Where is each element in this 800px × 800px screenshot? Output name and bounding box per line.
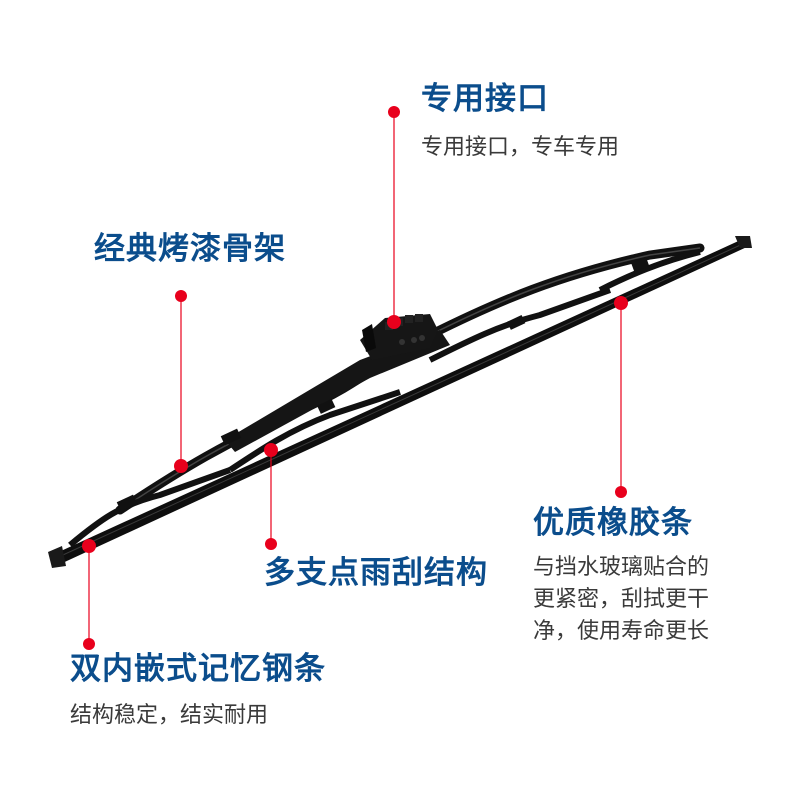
feature-desc-rubber-2: 更紧密，刮拭更干 xyxy=(533,587,710,612)
callout-connector xyxy=(387,106,401,329)
wiper-blade-icon xyxy=(48,236,752,568)
callout-steel xyxy=(82,539,96,650)
callout-support xyxy=(264,443,278,550)
feature-desc-steel: 结构稳定，结实耐用 xyxy=(70,703,269,728)
connector-adapter xyxy=(360,314,438,360)
feature-title-steel: 双内嵌式记忆钢条 xyxy=(70,651,326,687)
feature-title-rubber: 优质橡胶条 xyxy=(533,505,693,541)
callout-rubber xyxy=(614,296,628,498)
feature-desc-connector: 专用接口，专车专用 xyxy=(421,135,620,160)
feature-desc-rubber-3: 净，使用寿命更长 xyxy=(533,619,710,644)
callout-frame xyxy=(174,290,188,473)
feature-title-frame: 经典烤漆骨架 xyxy=(94,231,286,267)
feature-desc-rubber-1: 与挡水玻璃贴合的 xyxy=(533,555,710,580)
feature-title-support: 多支点雨刮结构 xyxy=(264,555,488,591)
feature-title-connector: 专用接口 xyxy=(421,81,549,117)
